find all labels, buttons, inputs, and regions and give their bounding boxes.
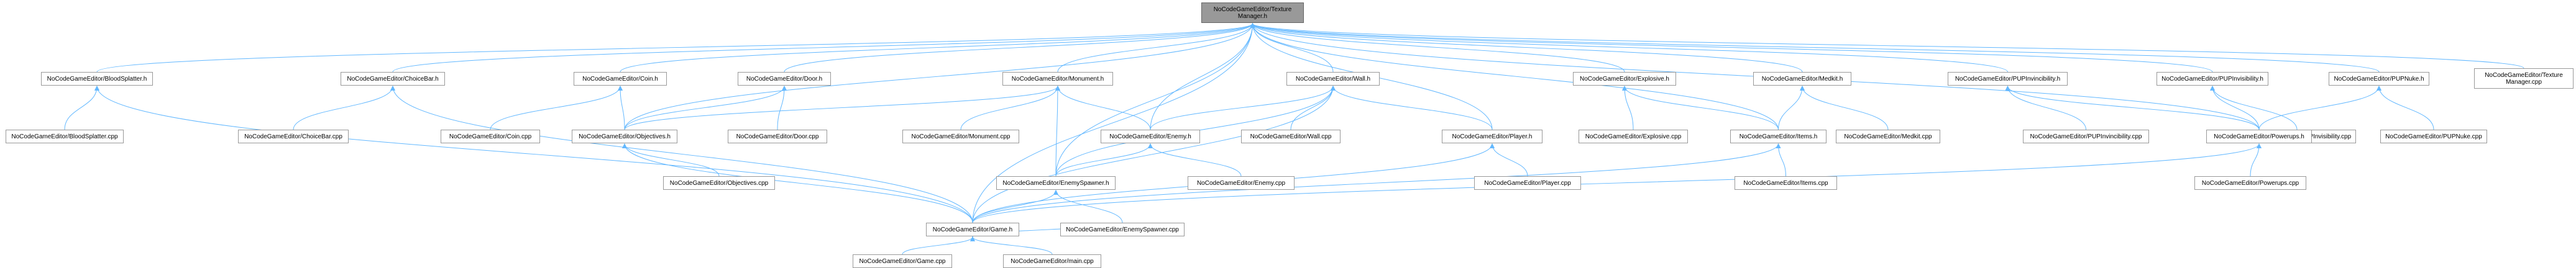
file-node-door-h[interactable]: NoCodeGameEditor/Door.h [738, 72, 831, 86]
edge-cb_h-to-tm_h [392, 23, 1255, 73]
edge-game_h-to-pow_h [972, 143, 2262, 223]
edge-bs_h-to-tm_h [96, 23, 1255, 73]
edge-pow_h-to-pnuke_h [2258, 86, 2381, 130]
edge-obj_h-to-tm_h [624, 23, 1255, 130]
edge-es_h-to-mon_h [1055, 86, 1060, 177]
file-node-bloodsplatter-cpp[interactable]: NoCodeGameEditor/BloodSplatter.cpp [6, 130, 124, 143]
file-node-enemyspawner-h[interactable]: NoCodeGameEditor/EnemySpawner.h [996, 176, 1116, 190]
file-node-enemyspawner-cpp[interactable]: NoCodeGameEditor/EnemySpawner.cpp [1060, 223, 1185, 236]
edge-player_h-to-wall_h [1331, 86, 1493, 130]
edge-game_h-to-tm_h [972, 23, 1255, 223]
file-node-items-h[interactable]: NoCodeGameEditor/Items.h [1730, 130, 1827, 143]
file-node-pupnuke-h[interactable]: NoCodeGameEditor/PUPNuke.h [2329, 72, 2429, 86]
file-node-coin-cpp[interactable]: NoCodeGameEditor/Coin.cpp [441, 130, 540, 143]
edge-pow_h-to-pvis_h [2210, 86, 2260, 130]
file-node-monument-h[interactable]: NoCodeGameEditor/Monument.h [1002, 72, 1113, 86]
edge-med_h-to-tm_h [1250, 23, 1803, 73]
file-node-monument-cpp[interactable]: NoCodeGameEditor/Monument.cpp [902, 130, 1019, 143]
file-node-items-cpp[interactable]: NoCodeGameEditor/Items.cpp [1735, 176, 1837, 190]
file-node-powerups-h[interactable]: NoCodeGameEditor/Powerups.h [2206, 130, 2312, 143]
file-node-wall-cpp[interactable]: NoCodeGameEditor/Wall.cpp [1241, 130, 1341, 143]
edge-coin_h-to-tm_h [620, 23, 1255, 73]
edge-enemy_h-to-wall_h [1150, 86, 1336, 130]
edge-es_h-to-tm_h [1055, 23, 1255, 177]
file-node-player-h[interactable]: NoCodeGameEditor/Player.h [1442, 130, 1542, 143]
edge-pvis_h-to-tm_h [1250, 23, 2213, 73]
file-node-game-h[interactable]: NoCodeGameEditor/Game.h [926, 223, 1019, 236]
file-node-pupinvincibility-cpp[interactable]: NoCodeGameEditor/PUPInvincibility.cpp [2023, 130, 2149, 143]
edge-enemy_h-to-mon_h [1055, 86, 1151, 130]
edge-pnuke_h-to-tm_h [1250, 23, 2380, 73]
edge-wall_h-to-tm_h [1250, 23, 1334, 73]
edge-tm_cpp-to-tm_h [1250, 23, 2524, 69]
edge-obj_cpp-to-obj_h [622, 143, 720, 177]
file-node-pupinvisibility-h[interactable]: NoCodeGameEditor/PUPInvisibility.h [2157, 72, 2268, 86]
edge-wall_cpp-to-wall_h [1290, 86, 1336, 130]
file-node-objectives-cpp[interactable]: NoCodeGameEditor/Objectives.cpp [663, 176, 775, 190]
file-node-coin-h[interactable]: NoCodeGameEditor/Coin.h [574, 72, 667, 86]
edge-player_cpp-to-player_h [1490, 143, 1528, 177]
edge-mon_cpp-to-mon_h [960, 86, 1060, 130]
edge-cb_cpp-to-cb_h [293, 86, 395, 130]
file-node-objectives-h[interactable]: NoCodeGameEditor/Objectives.h [572, 130, 677, 143]
file-node-pupinvincibility-h[interactable]: NoCodeGameEditor/PUPInvincibility.h [1948, 72, 2068, 86]
edge-obj_h-to-mon_h [624, 86, 1060, 130]
edge-obj_h-to-door_h [624, 86, 787, 130]
edge-enemy_cpp-to-enemy_h [1148, 143, 1242, 177]
edge-game_cpp-to-game_h [902, 236, 975, 255]
edge-items_h-to-med_h [1778, 86, 1805, 130]
file-node-powerups-cpp[interactable]: NoCodeGameEditor/Powerups.cpp [2194, 176, 2306, 190]
edge-pinv_cpp-to-pinv_h [2005, 86, 2086, 130]
file-node-medkit-h[interactable]: NoCodeGameEditor/Medkit.h [1753, 72, 1851, 86]
file-node-enemy-h[interactable]: NoCodeGameEditor/Enemy.h [1101, 130, 1200, 143]
edge-game_h-to-bs_h [94, 86, 973, 223]
edge-game_h-to-cb_h [390, 86, 973, 223]
file-node-door-cpp[interactable]: NoCodeGameEditor/Door.cpp [728, 130, 827, 143]
edge-pnuke_cpp-to-pnuke_h [2377, 86, 2434, 130]
file-node-game-cpp[interactable]: NoCodeGameEditor/Game.cpp [853, 254, 952, 268]
edge-door_h-to-tm_h [784, 23, 1255, 73]
edge-game_h-to-wall_h [972, 86, 1336, 223]
edge-items_h-to-exp_h [1622, 86, 1779, 130]
file-node-explosive-cpp[interactable]: NoCodeGameEditor/Explosive.cpp [1579, 130, 1688, 143]
edge-es_h-to-enemy_h [1055, 143, 1153, 177]
edge-es_cpp-to-es_h [1053, 190, 1123, 223]
file-node-main-cpp[interactable]: NoCodeGameEditor/main.cpp [1003, 254, 1101, 268]
file-node-player-cpp[interactable]: NoCodeGameEditor/Player.cpp [1474, 176, 1581, 190]
edge-bs_cpp-to-bs_h [64, 86, 99, 130]
file-node-choicebar-cpp[interactable]: NoCodeGameEditor/ChoiceBar.cpp [238, 130, 349, 143]
file-node-pupnuke-cpp[interactable]: NoCodeGameEditor/PUPNuke.cpp [2380, 130, 2487, 143]
edge-door_cpp-to-door_h [777, 86, 787, 130]
edge-game_h-to-items_h [972, 143, 1781, 223]
edge-exp_h-to-tm_h [1250, 23, 1625, 73]
edge-coin_cpp-to-coin_h [490, 86, 623, 130]
edge-items_h-to-tm_h [1250, 23, 1779, 130]
edge-game_h-to-es_h [972, 190, 1058, 223]
edge-pvis_cpp-to-pvis_h [2210, 86, 2298, 130]
edge-pow_h-to-pinv_h [2005, 86, 2260, 130]
file-node-medkit-cpp[interactable]: NoCodeGameEditor/Medkit.cpp [1836, 130, 1940, 143]
edge-pinv_h-to-tm_h [1250, 23, 2008, 73]
file-node-explosive-h[interactable]: NoCodeGameEditor/Explosive.h [1573, 72, 1676, 86]
file-node-wall-h[interactable]: NoCodeGameEditor/Wall.h [1286, 72, 1380, 86]
root-node-texturemanager-h: NoCodeGameEditor/Texture Manager.h [1201, 2, 1304, 23]
edge-items_cpp-to-items_h [1776, 143, 1786, 177]
edge-exp_cpp-to-exp_h [1622, 86, 1634, 130]
edge-enemy_h-to-tm_h [1150, 23, 1255, 130]
edge-med_cpp-to-med_h [1800, 86, 1889, 130]
file-node-choicebar-h[interactable]: NoCodeGameEditor/ChoiceBar.h [341, 72, 445, 86]
edge-mon_h-to-tm_h [1057, 23, 1255, 73]
edge-obj_h-to-coin_h [618, 86, 625, 130]
edge-main_cpp-to-game_h [970, 236, 1053, 255]
file-node-texturemanager-cpp[interactable]: NoCodeGameEditor/Texture Manager.cpp [2474, 68, 2574, 89]
edge-game_h-to-obj_h [622, 143, 973, 223]
file-node-bloodsplatter-h[interactable]: NoCodeGameEditor/BloodSplatter.h [41, 72, 153, 86]
file-node-enemy-cpp[interactable]: NoCodeGameEditor/Enemy.cpp [1188, 176, 1295, 190]
